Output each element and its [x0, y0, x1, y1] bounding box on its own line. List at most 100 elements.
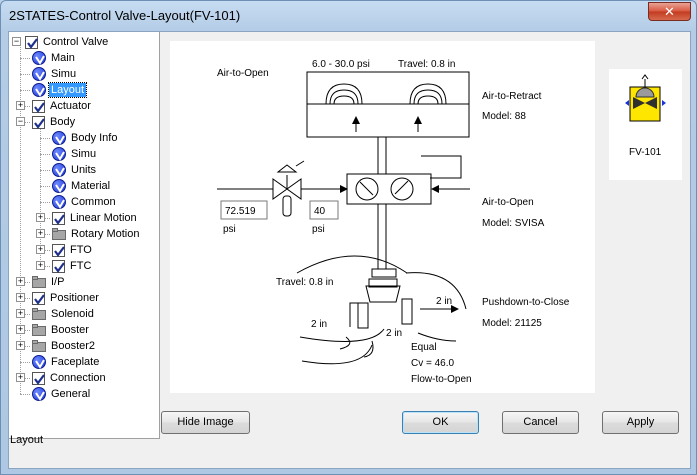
supply-pressure-field[interactable]: 72.519 — [220, 200, 268, 220]
tree-item[interactable]: I/P — [32, 274, 66, 290]
checkbox-icon[interactable] — [25, 35, 38, 49]
folder-icon[interactable] — [32, 308, 46, 320]
tree-expander[interactable]: + — [16, 308, 25, 318]
valve-tag-label: FV-101 — [629, 147, 662, 158]
checkbox-icon[interactable] — [52, 211, 65, 225]
label-travel-body: Travel: 0.8 in — [276, 277, 333, 288]
tree-item-label[interactable]: Control Valve — [43, 36, 109, 48]
tree-expander[interactable]: + — [16, 340, 25, 350]
v-check-icon[interactable] — [32, 387, 46, 401]
tree-item-label[interactable]: Actuator — [50, 100, 91, 112]
folder-icon[interactable] — [32, 324, 46, 336]
tree-item[interactable]: Booster — [32, 322, 91, 338]
tree-item[interactable]: Booster2 — [32, 338, 97, 354]
close-button[interactable]: ✕ — [648, 2, 691, 21]
tree-item[interactable]: Body Info — [52, 130, 119, 146]
tree-item[interactable]: Main — [32, 50, 77, 66]
tree-item-label[interactable]: FTC — [70, 260, 92, 272]
v-check-icon[interactable] — [52, 195, 66, 209]
tree-item-label[interactable]: Booster2 — [51, 340, 96, 352]
supply-pressure-value: 72.519 — [225, 206, 256, 217]
tree-item[interactable]: Control Valve — [25, 34, 110, 50]
label-outlet-size: 2 in — [386, 328, 402, 339]
tree-item[interactable]: Connection — [32, 370, 108, 386]
valve-thumbnail-panel: FV-101 — [609, 69, 682, 180]
tree-item[interactable]: Linear Motion — [52, 210, 139, 226]
label-inlet-size: 2 in — [311, 319, 327, 330]
cancel-button[interactable]: Cancel — [502, 411, 579, 434]
v-check-icon[interactable] — [32, 67, 46, 81]
folder-icon[interactable] — [52, 228, 66, 240]
tree-item-label[interactable]: Rotary Motion — [71, 228, 140, 240]
ok-button[interactable]: OK — [402, 411, 479, 434]
tree-expander[interactable]: + — [36, 260, 45, 270]
tree-item-label[interactable]: Linear Motion — [70, 212, 137, 224]
tree-item[interactable]: Simu — [52, 146, 98, 162]
tree-item[interactable]: Material — [52, 178, 112, 194]
tree-item-label[interactable]: Booster — [51, 324, 89, 336]
v-check-icon[interactable] — [32, 83, 46, 97]
tree-item-label[interactable]: Positioner — [50, 292, 99, 304]
tree-item-label[interactable]: Connection — [50, 372, 106, 384]
tree-item[interactable]: Units — [52, 162, 98, 178]
tree-expander[interactable]: − — [16, 116, 25, 126]
tree-item-label[interactable]: Faceplate — [51, 356, 100, 368]
tree-expander[interactable]: + — [36, 212, 45, 222]
tree-item-label[interactable]: Material — [71, 180, 111, 192]
tree-item-label[interactable]: FTO — [70, 244, 92, 256]
v-check-icon[interactable] — [52, 131, 66, 145]
tree-item[interactable]: Body — [32, 114, 77, 130]
tree-expander[interactable]: + — [36, 244, 45, 254]
tree-item-label[interactable]: I/P — [51, 276, 65, 288]
checkbox-icon[interactable] — [52, 259, 65, 273]
tree-expander[interactable]: + — [36, 228, 45, 238]
v-check-icon[interactable] — [32, 355, 46, 369]
tree-expander[interactable]: + — [16, 276, 25, 286]
tree-item[interactable]: Solenoid — [32, 306, 96, 322]
tree-item[interactable]: General — [32, 386, 92, 402]
tree-item-label[interactable]: Layout — [47, 82, 88, 98]
checkbox-icon[interactable] — [32, 115, 45, 129]
v-check-icon[interactable] — [52, 179, 66, 193]
tree-expander[interactable]: + — [16, 292, 25, 302]
checkbox-icon[interactable] — [32, 371, 45, 385]
tree-item-label[interactable]: Simu — [51, 68, 77, 80]
tree-item-label[interactable]: General — [51, 388, 91, 400]
tree-item-label[interactable]: Common — [71, 196, 116, 208]
tree-item-label[interactable]: Body — [50, 116, 76, 128]
tree-item[interactable]: Rotary Motion — [52, 226, 141, 242]
v-check-icon[interactable] — [52, 147, 66, 161]
tree-item[interactable]: FTC — [52, 258, 93, 274]
checkbox-icon[interactable] — [32, 99, 45, 113]
tree-item-label[interactable]: Main — [51, 52, 75, 64]
tree-item-label[interactable]: Solenoid — [51, 308, 94, 320]
title-bar[interactable]: 2STATES-Control Valve-Layout(FV-101) ✕ — [1, 1, 696, 31]
output-pressure-field[interactable]: 40 — [309, 200, 339, 220]
tree-item[interactable]: Layout — [32, 82, 88, 98]
tree-expander[interactable]: + — [16, 324, 25, 334]
tree-item[interactable]: FTO — [52, 242, 94, 258]
v-check-icon[interactable] — [52, 163, 66, 177]
tree-item-label[interactable]: Simu — [71, 148, 97, 160]
positioner-gauges — [217, 173, 470, 269]
tree-item-label[interactable]: Units — [71, 164, 97, 176]
tree-item-label[interactable]: Body Info — [71, 132, 118, 144]
apply-button[interactable]: Apply — [602, 411, 679, 434]
tree-item[interactable]: Simu — [32, 66, 78, 82]
folder-icon[interactable] — [32, 340, 46, 352]
tree-item[interactable]: Actuator — [32, 98, 93, 114]
v-check-icon[interactable] — [32, 51, 46, 65]
folder-icon[interactable] — [32, 276, 46, 288]
checkbox-icon[interactable] — [32, 291, 45, 305]
hide-image-button[interactable]: Hide Image — [161, 411, 250, 434]
tree-item[interactable]: Common — [52, 194, 118, 210]
tree-expander[interactable]: + — [16, 100, 25, 110]
valve-layout-diagram: Air-to-Open 6.0 - 30.0 psi Travel: 0.8 i… — [170, 41, 595, 393]
tree-item[interactable]: Faceplate — [32, 354, 101, 370]
tree-expander[interactable]: + — [16, 372, 25, 382]
tree-expander[interactable]: − — [12, 36, 21, 46]
checkbox-icon[interactable] — [52, 243, 65, 257]
tree-item[interactable]: Positioner — [32, 290, 101, 306]
